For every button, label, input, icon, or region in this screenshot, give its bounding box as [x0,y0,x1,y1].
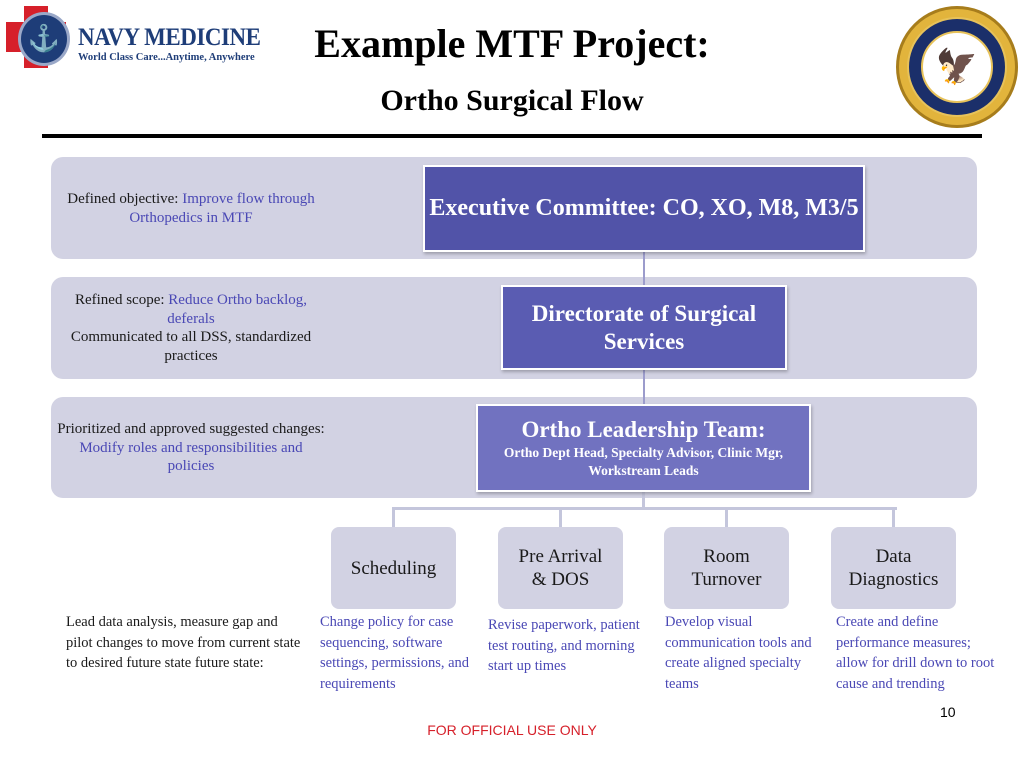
connector-l2-l3 [643,370,645,405]
eagle-icon: 🦅 [921,31,993,103]
workstream-pre-arrival: Pre Arrival & DOS [498,527,623,609]
workstream-label: Data Diagnostics [848,546,939,590]
executive-committee-box: Executive Committee: CO, XO, M8, M3/5 [423,165,865,252]
band-changes-prefix: Prioritized and approved suggested chang… [57,421,325,437]
band-scope-highlight: Reduce Ortho backlog, deferals [167,292,308,327]
band-scope-prefix: Refined scope: [74,292,169,308]
navy-medicine-logo: ⚓ NAVY MEDICINE World Class Care...Anyti… [6,6,261,72]
connector-ws2 [559,507,562,527]
header-divider [42,134,982,138]
connector-ws3 [725,507,728,527]
workstream-label: Scheduling [350,557,437,579]
band-scope-text: Refined scope: Reduce Ortho backlog, def… [60,291,322,365]
band-changes-text: Prioritized and approved suggested chang… [55,420,327,476]
connector-l3-down [642,492,645,508]
bumed-seal: 🦅 [896,6,1018,128]
connector-ws4 [892,507,895,527]
workstream-scheduling: Scheduling [331,527,456,609]
page-number: 10 [940,704,956,720]
band-scope-suffix: Communicated to all DSS, standardized pr… [70,329,312,364]
ortho-leadership-title: Ortho Leadership Team: [521,417,766,442]
connector-branch [392,507,897,510]
band-objective-prefix: Defined objective: [67,191,183,207]
directorate-label: Directorate of Surgical Services [531,300,757,354]
workstream-label: Pre Arrival & DOS [518,546,603,590]
page-subtitle: Ortho Surgical Flow [380,84,644,117]
directorate-box: Directorate of Surgical Services [501,285,787,370]
logo-brand: NAVY MEDICINE [78,24,261,51]
ortho-leadership-members: Ortho Dept Head, Specialty Advisor, Clin… [503,445,784,478]
ortho-leadership-box: Ortho Leadership Team: Ortho Dept Head, … [476,404,811,492]
band-changes-highlight: Modify roles and responsibilities and po… [79,439,303,475]
workstream-data-diagnostics: Data Diagnostics [831,527,956,609]
workstream-desc-pre-arrival: Revise paperwork, patient test routing, … [488,617,640,674]
executive-committee-label: Executive Committee: CO, XO, M8, M3/5 [429,195,859,221]
band-objective-text: Defined objective: Improve flow through … [60,190,322,227]
left-note: Lead data analysis, measure gap and pilo… [66,614,301,671]
connector-l1-l2 [643,252,645,286]
band-objective-highlight: Improve flow through Orthopedics in MTF [129,191,315,226]
workstream-desc-scheduling: Change policy for case sequencing, softw… [320,614,470,692]
classification-banner: FOR OFFICIAL USE ONLY [427,722,597,738]
workstream-label: Room Turnover [691,546,762,590]
page-title: Example MTF Project: [314,21,710,66]
anchor-icon: ⚓ [18,12,70,66]
workstream-desc-room-turnover: Develop visual communication tools and c… [665,614,812,692]
workstream-desc-data-diagnostics: Create and define performance measures; … [836,614,995,692]
logo-tagline: World Class Care...Anytime, Anywhere [78,52,255,63]
connector-ws1 [392,507,395,527]
workstream-room-turnover: Room Turnover [664,527,789,609]
